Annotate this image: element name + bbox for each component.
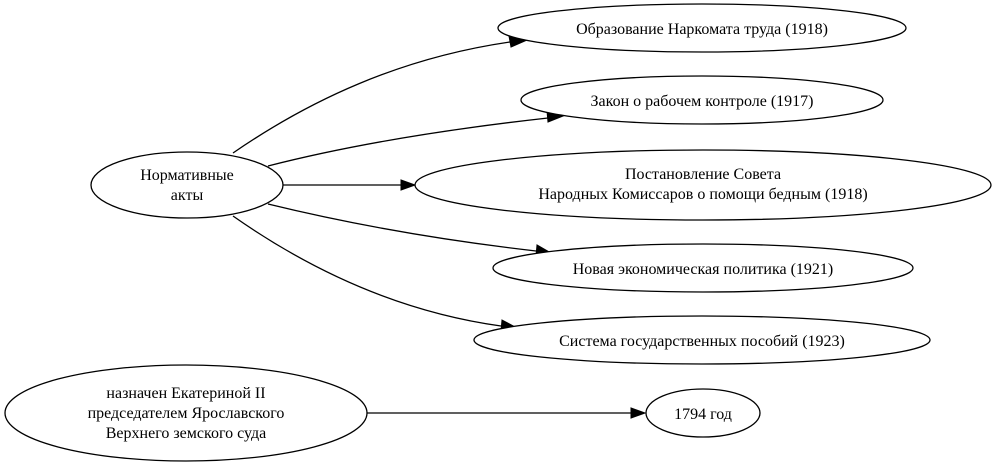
node-label: акты [171, 187, 204, 204]
node-appointed[interactable]: назначен Екатериной II председателем Яро… [4, 364, 368, 462]
edge-line [267, 203, 537, 252]
arrowhead-icon [630, 407, 647, 419]
edge-appointed-year1794 [367, 407, 647, 419]
node-benefits[interactable]: Система государственных пособий (1923) [473, 315, 931, 365]
edge-line [267, 117, 549, 167]
node-label: Нормативные [140, 167, 234, 184]
node-year1794[interactable]: 1794 год [645, 388, 761, 438]
edge-line [232, 41, 511, 154]
arrowhead-icon [400, 179, 417, 191]
edge-normative-narkomat [232, 35, 529, 154]
node-label: Верхнего земского суда [106, 425, 267, 442]
node-control[interactable]: Закон о рабочем контроле (1917) [520, 75, 884, 125]
node-label: председателем Ярославского [88, 405, 285, 422]
node-sovnarkom[interactable]: Постановление Совета Народных Комиссаров… [414, 149, 992, 221]
node-label: Народных Комиссаров о помощи бедным (191… [538, 186, 867, 203]
node-label: Новая экономическая политика (1921) [573, 261, 834, 278]
edge-normative-nep [267, 203, 553, 257]
node-label: Постановление Совета [625, 166, 781, 183]
edge-normative-sovnarkom [283, 179, 417, 191]
node-normative[interactable]: Нормативные акты [90, 151, 284, 219]
node-nep[interactable]: Новая экономическая политика (1921) [492, 243, 914, 293]
edge-line [232, 215, 502, 327]
node-narkomat[interactable]: Образование Наркомата труда (1918) [497, 3, 907, 53]
node-label: Закон о рабочем контроле (1917) [591, 93, 814, 110]
node-label: 1794 год [674, 406, 732, 423]
edge-normative-benefits [232, 215, 519, 332]
node-label: Образование Наркомата труда (1918) [576, 21, 828, 38]
node-label: назначен Екатериной II [106, 385, 265, 402]
node-label: Система государственных пособий (1923) [559, 333, 845, 350]
